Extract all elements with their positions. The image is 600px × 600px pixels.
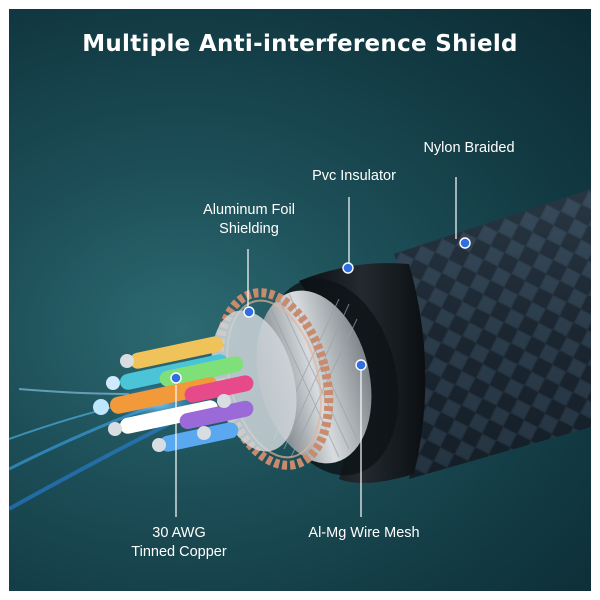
label-tinned-copper: 30 AWG Tinned Copper — [119, 524, 239, 562]
label-wire-mesh-text: Al-Mg Wire Mesh — [308, 525, 420, 541]
label-pvc-insulator: Pvc Insulator — [294, 167, 414, 186]
cable-cross-section-illustration — [9, 177, 591, 517]
product-image-frame: Multiple Anti-interference Shield Nylon … — [9, 9, 591, 591]
label-aluminum-foil: Aluminum Foil Shielding — [189, 201, 309, 239]
label-pvc-insulator-text: Pvc Insulator — [312, 168, 396, 184]
tinned-copper-braid — [214, 288, 334, 470]
callout-dots — [170, 237, 471, 384]
callout-dot-copper — [170, 372, 182, 384]
callout-dot-foil — [243, 306, 255, 318]
label-nylon-braided: Nylon Braided — [409, 139, 529, 158]
label-tinned-copper-line2: Tinned Copper — [131, 544, 227, 560]
label-tinned-copper-line1: 30 AWG — [152, 525, 206, 541]
label-aluminum-foil-line2: Shielding — [219, 221, 279, 237]
callout-dot-pvc — [342, 262, 354, 274]
label-aluminum-foil-line1: Aluminum Foil — [203, 202, 295, 218]
page-title: Multiple Anti-interference Shield — [82, 31, 518, 57]
callout-dot-mesh — [355, 359, 367, 371]
callout-lines — [175, 177, 457, 517]
label-wire-mesh: Al-Mg Wire Mesh — [294, 524, 434, 543]
callout-dot-nylon — [459, 237, 471, 249]
label-nylon-braided-text: Nylon Braided — [423, 140, 515, 156]
